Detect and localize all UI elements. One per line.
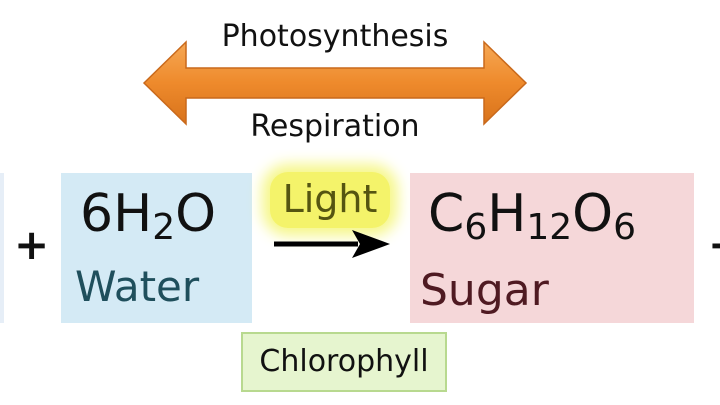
sugar-formula-h-subscript: 12 — [526, 207, 573, 248]
sugar-formula-h: H — [487, 184, 527, 244]
chlorophyll-box — [241, 332, 447, 392]
right-plus-sign: + — [708, 220, 720, 270]
light-label: Light — [282, 177, 378, 221]
photosynthesis-label: Photosynthesis — [221, 19, 449, 54]
water-formula-prefix: 6H — [80, 184, 153, 244]
water-formula-subscript: 2 — [152, 207, 176, 248]
left-plus-sign: + — [14, 220, 50, 269]
sugar-formula-o-subscript: 6 — [613, 207, 636, 248]
water-box — [61, 173, 252, 323]
sugar-formula-c: C — [428, 184, 465, 244]
light-highlight — [270, 172, 390, 228]
sugar-label: Sugar — [420, 265, 549, 316]
chlorophyll-label: Chlorophyll — [259, 344, 429, 379]
water-formula: 6H2O — [80, 184, 216, 250]
respiration-label: Respiration — [250, 109, 420, 144]
sugar-formula: C6H12O6 — [428, 184, 636, 250]
water-formula-suffix: O — [175, 184, 217, 244]
sugar-formula-c-subscript: 6 — [464, 207, 488, 248]
reaction-arrow — [274, 230, 390, 258]
sugar-formula-o: O — [572, 184, 614, 244]
water-label: Water — [75, 262, 200, 311]
left-partial-box — [0, 173, 4, 323]
double-headed-arrow — [142, 40, 528, 126]
sugar-box — [410, 173, 694, 323]
